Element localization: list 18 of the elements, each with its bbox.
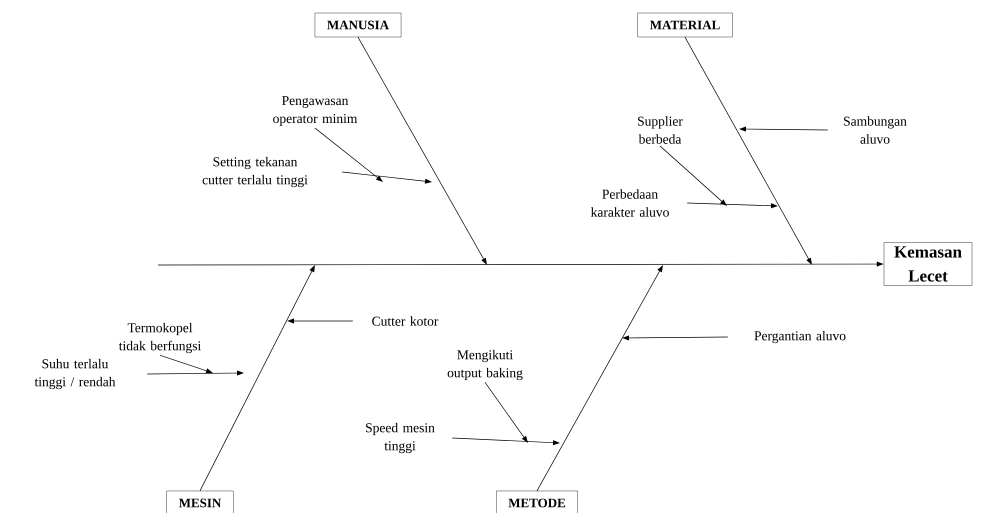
category-box: MANUSIA	[314, 12, 402, 38]
cause-text: Supplier berbeda	[638, 116, 683, 144]
category-box: METODE	[496, 490, 578, 513]
cause-text: Sambungan aluvo	[844, 116, 907, 144]
category-box: MATERIAL	[638, 12, 732, 38]
cause-arrow	[660, 146, 727, 206]
cause-arrow	[314, 128, 383, 182]
effect-box: Kemasan Lecet	[884, 242, 972, 286]
cause-text: Speed mesin tinggi	[366, 422, 435, 454]
cause-text: Pengawasan operator minim	[273, 96, 358, 126]
cause-text: Perbedaan karakter aluvo	[590, 189, 669, 217]
cause-text: Suhu terlalu tinggi / rendah	[34, 358, 116, 390]
cause-text: Mengikuti output baking	[448, 350, 523, 380]
cause-text: Setting tekanan cutter terlalu tinggi	[202, 156, 308, 188]
cause-text: Termokopel tidak berfungsi	[118, 322, 201, 354]
cause-text: Pergantian aluvo	[754, 330, 846, 344]
category-box: MESIN	[166, 490, 234, 513]
cause-text: Cutter kotor	[372, 316, 438, 326]
